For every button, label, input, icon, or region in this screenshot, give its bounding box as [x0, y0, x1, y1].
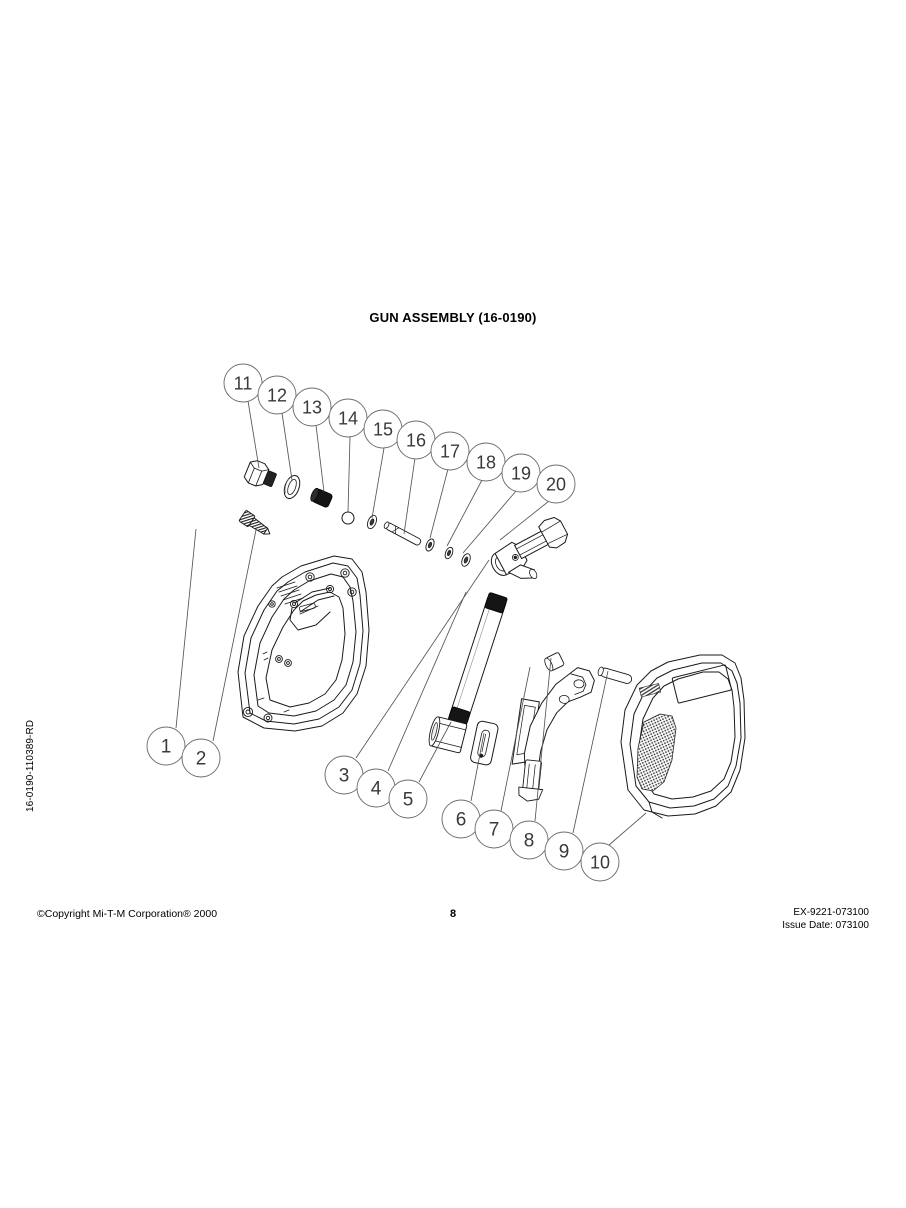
balloon-callout-5: 5 — [388, 779, 428, 819]
footer-copyright: ©Copyright Mi-T-M Corporation® 2000 — [37, 908, 218, 920]
part-valve-body-fitting — [490, 517, 569, 580]
part-seat-insert — [310, 487, 333, 508]
balloon-circle — [146, 726, 186, 766]
footer-doc-code: EX-9221-073100 — [793, 907, 869, 918]
balloon-number: 19 — [511, 464, 531, 484]
balloon-number: 5 — [403, 790, 414, 811]
balloon-circle — [536, 464, 576, 504]
balloon-number: 14 — [338, 409, 358, 429]
balloon-callout-2: 2 — [181, 738, 221, 778]
balloon-number: 12 — [267, 386, 287, 406]
part-screw-self-tapping — [238, 510, 271, 535]
balloon-callout-12: 12 — [257, 375, 297, 415]
balloon-callout-18: 18 — [466, 442, 506, 482]
part-hex-plug — [243, 460, 277, 487]
part-ball — [341, 511, 355, 525]
balloon-circle — [257, 375, 297, 415]
balloon-number: 8 — [524, 831, 535, 852]
part-handle-half-right — [620, 654, 746, 819]
page-number: 8 — [449, 908, 457, 920]
balloon-circle — [292, 387, 332, 427]
part-valve-stem-assembly — [544, 652, 565, 672]
balloon-number: 7 — [489, 820, 500, 841]
balloon-callout-16: 16 — [396, 420, 436, 460]
balloon-callout-9: 9 — [544, 831, 584, 871]
part-seal-washer — [425, 538, 435, 552]
balloon-callout-19: 19 — [501, 453, 541, 493]
balloon-circle — [430, 431, 470, 471]
part-lance-tube — [447, 592, 508, 728]
page-title: GUN ASSEMBLY (16-0190) — [369, 310, 537, 325]
balloon-circle — [544, 831, 584, 871]
balloon-number: 11 — [234, 374, 253, 394]
balloon-circle — [580, 842, 620, 882]
part-seal-ring — [461, 553, 471, 567]
balloon-callout-4: 4 — [356, 768, 396, 808]
balloon-callout-17: 17 — [430, 431, 470, 471]
balloon-callout-6: 6 — [441, 799, 481, 839]
balloon-number: 4 — [371, 779, 382, 800]
part-o-ring — [283, 474, 301, 500]
part-handle-half-left — [237, 555, 370, 732]
balloon-number: 20 — [546, 475, 566, 495]
balloon-callout-7: 7 — [474, 809, 514, 849]
part-trigger-lever — [518, 667, 595, 802]
balloon-callout-13: 13 — [292, 387, 332, 427]
balloon-number: 18 — [476, 453, 496, 473]
footer-issue-date: Issue Date: 073100 — [782, 920, 869, 931]
part-roll-pin — [597, 666, 633, 684]
part-sleeve-collar — [470, 720, 499, 766]
leader-lines — [175, 400, 647, 846]
balloon-number: 1 — [161, 737, 172, 758]
balloon-callout-8: 8 — [509, 820, 549, 860]
balloon-callout-20: 20 — [536, 464, 576, 504]
balloon-callout-11: 11 — [223, 363, 263, 403]
balloon-number: 15 — [373, 420, 393, 440]
balloon-number: 9 — [559, 842, 570, 863]
balloon-number: 2 — [196, 749, 207, 770]
balloon-callout-15: 15 — [363, 409, 403, 449]
balloon-number: 3 — [339, 766, 350, 787]
balloon-number: 16 — [406, 431, 426, 451]
balloon-number: 17 — [440, 442, 460, 462]
part-washer — [367, 514, 377, 530]
balloon-callout-10: 10 — [580, 842, 620, 882]
drawing-number-vertical: 16-0190-110389-RD — [25, 719, 36, 812]
part-seal-washer-small — [444, 546, 454, 560]
balloon-number: 6 — [456, 810, 467, 831]
balloon-circle — [388, 779, 428, 819]
balloon-circle — [181, 738, 221, 778]
balloon-number: 13 — [302, 398, 322, 418]
balloon-callout-1: 1 — [146, 726, 186, 766]
part-valve-pin — [383, 521, 422, 546]
balloon-callout-14: 14 — [328, 398, 368, 438]
part-sleeve-bushing — [428, 716, 468, 754]
balloon-number: 10 — [590, 853, 610, 873]
footer-document-info: EX-9221-073100 Issue Date: 073100 — [782, 906, 869, 932]
